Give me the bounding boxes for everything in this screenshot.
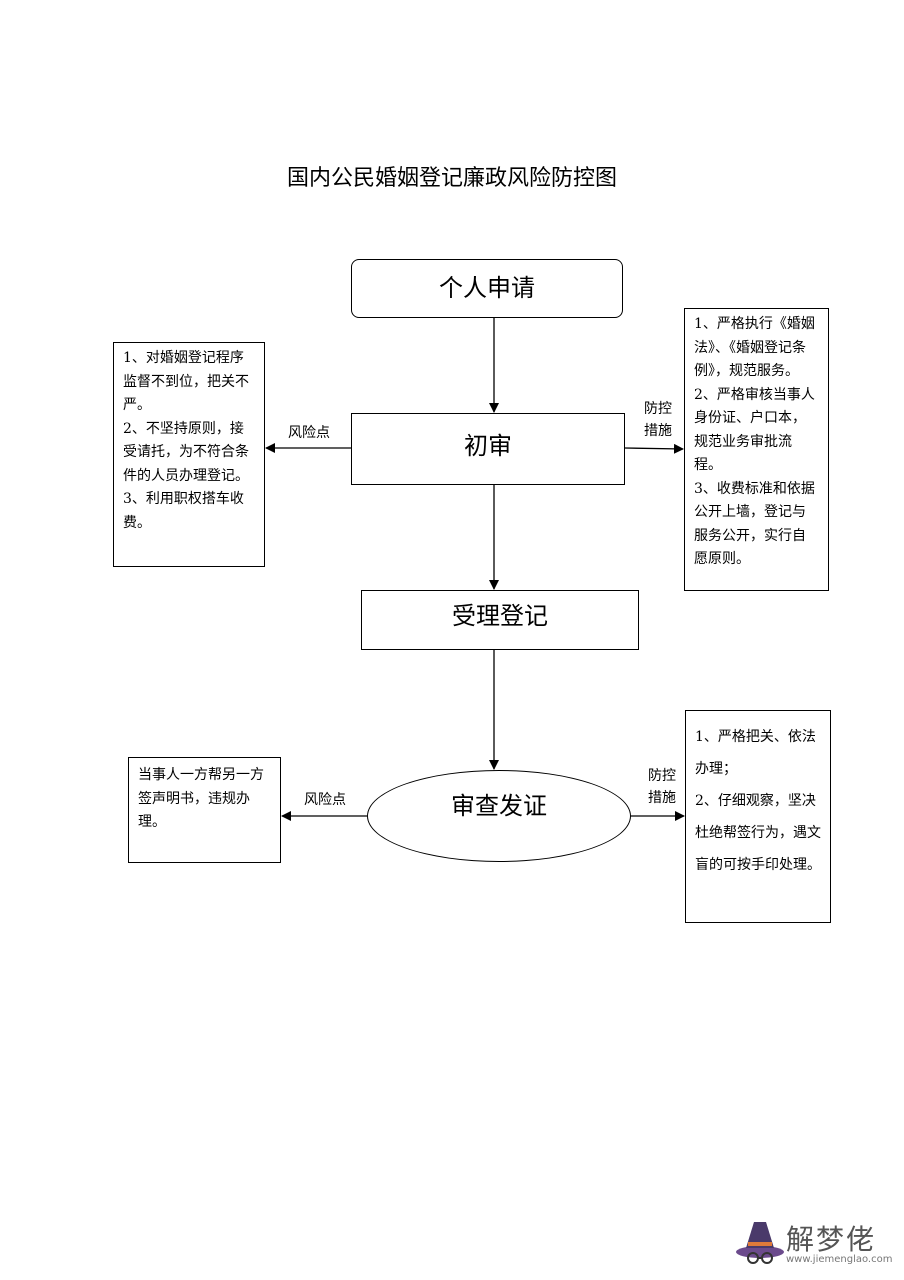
risk-label-review: 风险点 bbox=[288, 425, 330, 441]
control-note-review-item: 3、收费标准和依据公开上墙，登记与服务公开，实行自愿原则。 bbox=[694, 480, 815, 568]
node-apply-label: 个人申请 bbox=[439, 274, 535, 302]
node-register-label: 受理登记 bbox=[452, 601, 548, 630]
control-note-issue-item: 2、仔细观察，坚决杜绝帮签行为，遇文盲的可按手印处理。 bbox=[695, 793, 821, 873]
control-note-issue-item: 1、严格把关、依法办理； bbox=[695, 729, 816, 777]
control-note-issue: 1、严格把关、依法办理； 2、仔细观察，坚决杜绝帮签行为，遇文盲的可按手印处理。 bbox=[685, 710, 831, 923]
node-apply: 个人申请 bbox=[351, 259, 623, 318]
diagram-title: 国内公民婚姻登记廉政风险防控图 bbox=[286, 166, 617, 191]
watermark-url: www.jiemenglao.com bbox=[786, 1254, 893, 1265]
control-note-review-item: 2、严格审核当事人身份证、户口本，规范业务审批流程。 bbox=[694, 386, 815, 474]
control-label-issue-line1: 防控 bbox=[648, 768, 676, 784]
risk-label-issue: 风险点 bbox=[304, 792, 346, 808]
control-label-review: 防控 措施 bbox=[636, 398, 680, 442]
node-register: 受理登记 bbox=[361, 590, 639, 650]
risk-note-issue: 当事人一方帮另一方签声明书，违规办理。 bbox=[128, 757, 281, 863]
risk-note-review-item: 2、不坚持原则，接受请托，为不符合条件的人员办理登记。 bbox=[123, 420, 249, 484]
control-label-review-line1: 防控 bbox=[644, 401, 672, 417]
node-issue: 审查发证 bbox=[367, 770, 631, 862]
watermark-name: 解梦佬 bbox=[786, 1223, 877, 1256]
node-review-label: 初审 bbox=[464, 431, 512, 460]
control-label-issue-line2: 措施 bbox=[648, 790, 676, 806]
control-label-review-line2: 措施 bbox=[644, 423, 672, 439]
risk-note-review: 1、对婚姻登记程序监督不到位，把关不严。 2、不坚持原则，接受请托，为不符合条件… bbox=[113, 342, 265, 567]
control-note-review-item: 1、严格执行《婚姻法》、《婚姻登记条例》，规范服务。 bbox=[694, 316, 815, 379]
watermark-logo-icon bbox=[736, 1222, 784, 1264]
control-note-review: 1、严格执行《婚姻法》、《婚姻登记条例》，规范服务。 2、严格审核当事人身份证、… bbox=[684, 308, 829, 591]
risk-note-review-item: 1、对婚姻登记程序监督不到位，把关不严。 bbox=[123, 350, 249, 413]
node-review: 初审 bbox=[351, 413, 625, 485]
arrow-review-control bbox=[624, 443, 684, 454]
control-label-issue: 防控 措施 bbox=[640, 765, 684, 809]
risk-note-review-item: 3、利用职权搭车收费。 bbox=[123, 491, 244, 531]
node-issue-label: 审查发证 bbox=[451, 791, 547, 820]
risk-note-issue-item: 当事人一方帮另一方签声明书，违规办理。 bbox=[138, 767, 264, 830]
